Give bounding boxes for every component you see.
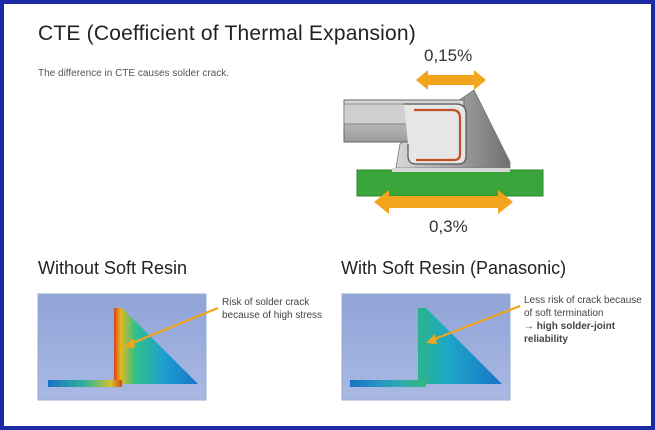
top-double-arrow (416, 70, 486, 90)
diagram-canvas (37, 70, 544, 401)
right-pointer-arrow (431, 304, 521, 342)
right-note-line: reliability (524, 334, 568, 345)
bottom-double-arrow (374, 190, 513, 214)
left-pointer-arrow (129, 306, 219, 346)
component-diagram (343, 70, 544, 214)
right-note-line: Less risk of crack because (524, 295, 642, 306)
slide-frame: CTE (Coefficient of Thermal Expansion) T… (3, 3, 652, 427)
terminal-cap (404, 103, 467, 165)
pcb-board (356, 169, 544, 197)
left-base-stress (48, 380, 122, 387)
left-fillet-stress (114, 308, 198, 384)
left-panel-heading: Without Soft Resin (38, 258, 188, 278)
right-note-line: of soft termination (524, 308, 604, 319)
right-note-line: → high solder-joint (524, 321, 616, 332)
slide-title: CTE (Coefficient of Thermal Expansion) (38, 22, 416, 45)
left-note-line: because of high stress (222, 310, 323, 321)
bottom-expansion-label: 0,3% (429, 217, 468, 236)
left-panel-note: Risk of solder crack because of high str… (222, 296, 322, 322)
right-fillet-stress (418, 308, 502, 384)
right-base-stress (350, 380, 426, 387)
right-simulation-panel (341, 293, 521, 401)
top-expansion-label: 0,15% (424, 46, 473, 65)
slide-subtitle: The difference in CTE causes solder crac… (38, 68, 230, 79)
copper-lead (414, 108, 462, 162)
left-simulation-panel (37, 293, 219, 401)
left-note-line: Risk of solder crack (222, 297, 310, 308)
right-panel-heading: With Soft Resin (Panasonic) (341, 258, 567, 278)
right-panel-note: Less risk of crack because of soft termi… (524, 294, 642, 346)
